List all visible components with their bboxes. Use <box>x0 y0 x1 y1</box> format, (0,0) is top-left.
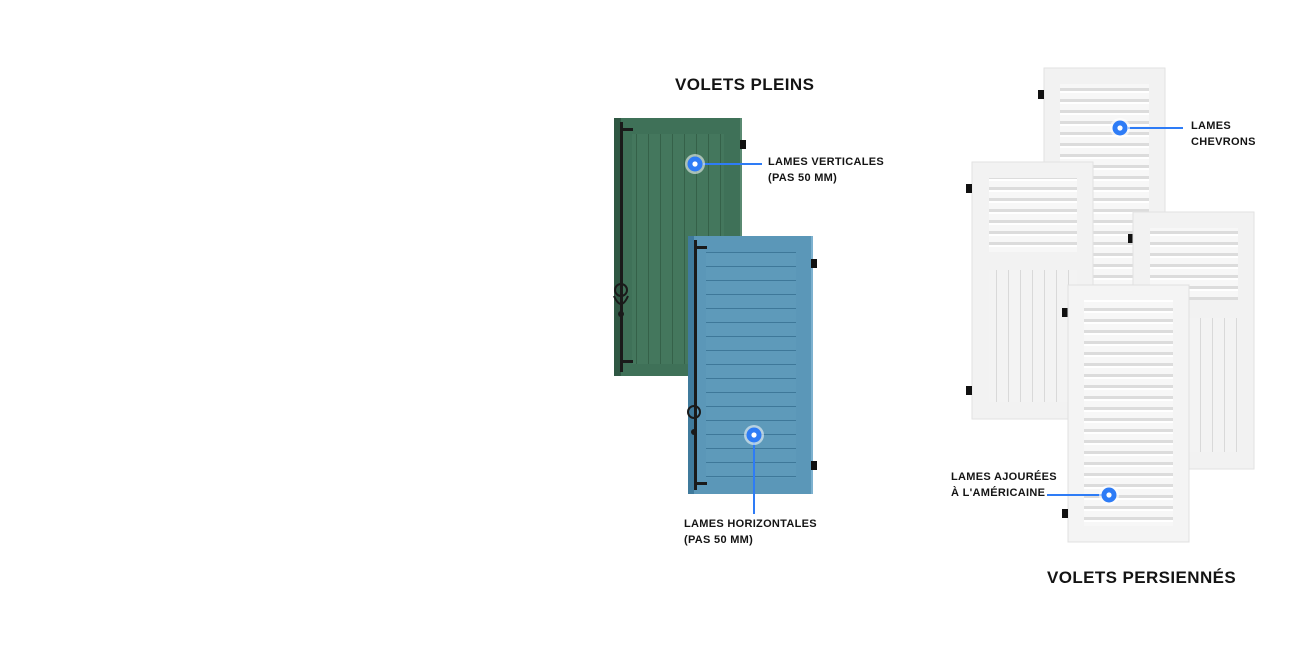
label-line: À L'AMÉRICAINE <box>951 487 1046 499</box>
section-title-volets-pleins: VOLETS PLEINS <box>675 75 815 94</box>
latch-icon <box>613 283 629 317</box>
label-line: (PAS 50 MM) <box>768 172 838 184</box>
label-lames-horizontales: LAMES HORIZONTALES (PAS 50 MM) <box>684 516 817 548</box>
hinge-icon <box>694 240 817 490</box>
label-line: LAMES HORIZONTALES <box>684 518 817 530</box>
hotspot-icon[interactable] <box>1110 118 1130 138</box>
label-line: LAMES <box>1191 120 1231 132</box>
label-line: (PAS 50 MM) <box>684 534 754 546</box>
blue-shutter <box>688 236 813 494</box>
white-shutter-front <box>1062 284 1190 543</box>
hotspot-icon[interactable] <box>744 425 764 445</box>
hinge-icon <box>620 122 746 372</box>
label-line: CHEVRONS <box>1191 136 1256 148</box>
section-title-volets-persiennes: VOLETS PERSIENNÉS <box>1047 568 1237 587</box>
label-line: LAMES AJOURÉES <box>951 471 1057 483</box>
label-lames-chevrons: LAMES CHEVRONS <box>1191 118 1256 150</box>
leader-lines <box>703 127 1183 514</box>
hotspot-icon[interactable] <box>685 154 705 174</box>
label-line: LAMES VERTICALES <box>768 156 885 168</box>
latch-icon <box>687 405 701 435</box>
label-lames-verticales: LAMES VERTICALES (PAS 50 MM) <box>768 154 884 186</box>
hotspot-icon[interactable] <box>1099 485 1119 505</box>
label-lames-ajourees: LAMES AJOURÉES À L'AMÉRICAINE <box>951 469 1057 501</box>
